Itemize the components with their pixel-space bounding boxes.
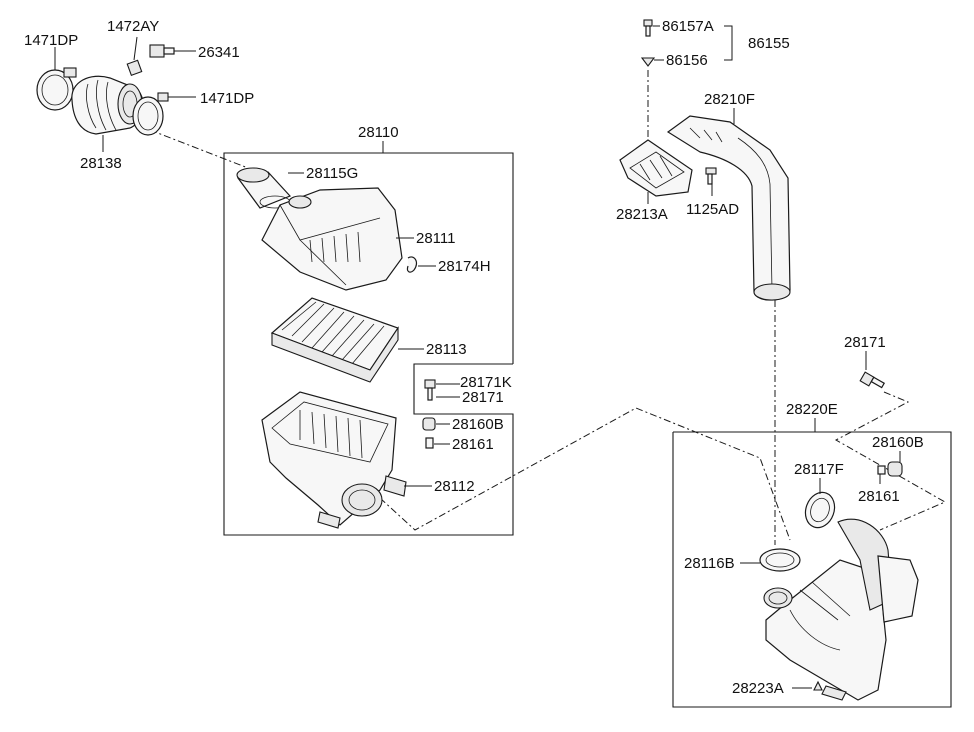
label-28110: 28110 (358, 124, 399, 141)
label-86157A: 86157A (662, 18, 714, 35)
air-cleaner-cover-28111 (261, 187, 403, 291)
seal-28117F (804, 491, 836, 529)
label-86155: 86155 (748, 35, 790, 52)
assembly-line-hose-to-cover (149, 129, 249, 169)
clip-28174H (406, 256, 418, 273)
ring-28116B (759, 548, 801, 572)
label-28223A: 28223A (732, 680, 784, 697)
frame-28110 (223, 152, 514, 536)
label-1125AD: 1125AD (686, 201, 739, 218)
intake-duct-28210F (666, 115, 791, 301)
label-28111: 28111 (416, 230, 456, 247)
label-26341: 26341 (198, 44, 240, 61)
label-28161-right: 28161 (858, 488, 900, 505)
label-28171-right: 28171 (844, 334, 886, 351)
pin-28161-mid (425, 437, 434, 449)
leader-86155 (724, 25, 733, 61)
label-28220E: 28220E (786, 401, 838, 418)
label-28117F: 28117F (794, 461, 844, 478)
label-28112: 28112 (434, 478, 475, 495)
pin-28161-right (877, 465, 886, 475)
sensor-26341 (149, 44, 175, 58)
assembly-line-28171 (834, 391, 947, 531)
label-1471DP-right: 1471DP (200, 90, 254, 107)
bolt-86157A (643, 19, 653, 37)
clip-1472AY (126, 59, 143, 77)
label-28138: 28138 (80, 155, 122, 172)
label-86156: 86156 (666, 52, 708, 69)
filter-element-28113 (270, 297, 399, 383)
bolt-28171K (424, 379, 436, 401)
label-28116B: 28116B (684, 555, 735, 572)
label-28171K: 28171K (460, 374, 512, 391)
label-28161-mid: 28161 (452, 436, 494, 453)
intake-hose-28138 (71, 75, 144, 135)
air-cleaner-body-28112 (261, 391, 407, 529)
label-28115G: 28115G (306, 165, 358, 182)
label-28160B-right: 28160B (872, 434, 924, 451)
label-1472AY: 1472AY (107, 18, 159, 35)
clip-86156 (640, 57, 656, 67)
clamp-1471DP-right (132, 92, 169, 136)
duct-28115G (236, 167, 292, 209)
label-28160B-mid: 28160B (452, 416, 504, 433)
clip-28223A (813, 680, 823, 691)
screw-1125AD (705, 167, 717, 185)
leader-1472AY (133, 36, 138, 61)
label-28213A: 28213A (616, 206, 668, 223)
bushing-28160B-right (887, 461, 903, 477)
assembly-line-box-to-duct (379, 407, 791, 541)
clamp-1471DP-left (36, 67, 77, 111)
bushing-28160B-mid (422, 417, 436, 431)
resonator-28220E (763, 518, 919, 701)
label-28171-mid: 28171 (462, 389, 504, 406)
bolt-28171-right (859, 371, 886, 389)
intake-scoop-28213A (619, 139, 693, 197)
label-28210F: 28210F (704, 91, 755, 108)
label-28174H: 28174H (438, 258, 491, 275)
label-28113: 28113 (426, 341, 467, 358)
label-1471DP-left: 1471DP (24, 32, 78, 49)
frame-28220E (672, 431, 952, 708)
